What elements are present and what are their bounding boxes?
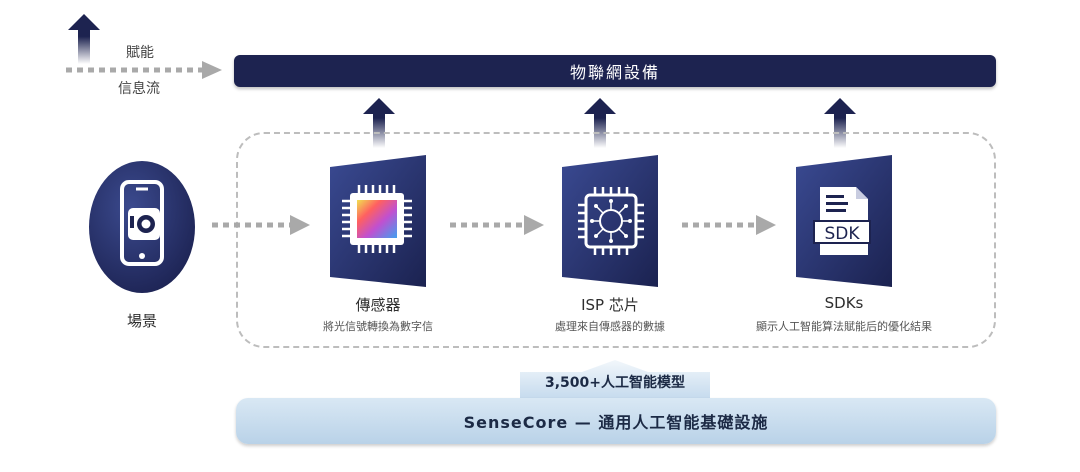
scene-label: 場景 <box>126 312 157 330</box>
empower-arrow-icon <box>68 14 100 64</box>
stage-subtitle: 處理來自傳感器的數據 <box>555 320 665 333</box>
ai-models-label: 3,500+人工智能模型 <box>544 375 685 391</box>
sdk-document-icon: SDK <box>796 155 892 287</box>
ai-models-callout: 3,500+人工智能模型 <box>520 360 710 398</box>
pipeline-container <box>236 132 996 348</box>
info-flow-legend-label: 信息流 <box>118 81 160 97</box>
sdk-badge-text: SDK <box>824 224 860 244</box>
up-arrow-icon <box>584 98 616 148</box>
iot-devices-bar: 物聯網設備 <box>234 55 996 87</box>
sensecore-label: SenseCore — 通用人工智能基礎設施 <box>463 413 769 432</box>
flow-arrow-icon <box>450 215 544 235</box>
stage-subtitle: 將光信號轉換為數字信 <box>323 320 433 333</box>
stage-title: SDKs <box>824 294 864 312</box>
scene-phone-icon <box>89 161 195 293</box>
sensor-chip-icon <box>330 155 426 287</box>
up-arrow-icon <box>824 98 856 148</box>
sensecore-bar: SenseCore — 通用人工智能基礎設施 <box>236 398 996 444</box>
iot-devices-label: 物聯網設備 <box>569 63 660 82</box>
stage-title: ISP 芯片 <box>581 296 639 314</box>
up-arrow-icon <box>363 98 395 148</box>
flow-arrow-icon <box>212 215 310 235</box>
up-chevron-shape <box>520 360 710 398</box>
empower-legend-label: 賦能 <box>126 45 154 61</box>
info-flow-arrow-icon <box>66 61 222 79</box>
stage-subtitle: 顯示人工智能算法賦能后的優化結果 <box>756 320 932 333</box>
stage-title: 傳感器 <box>355 296 401 314</box>
isp-chip-icon <box>562 155 658 287</box>
flow-arrow-icon <box>682 215 776 235</box>
